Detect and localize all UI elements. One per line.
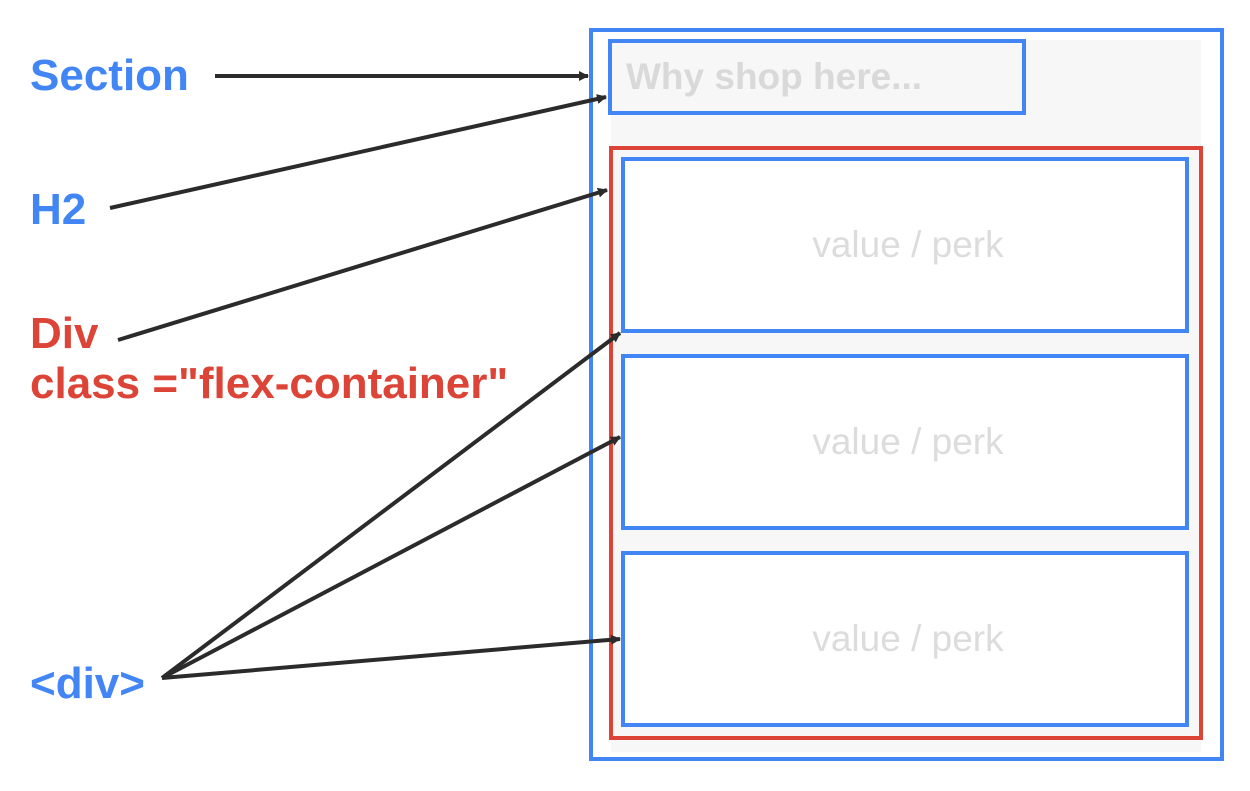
- child-div-box: value / perk: [621, 354, 1189, 530]
- h2-arrow: [109, 94, 607, 210]
- div-arrow: [117, 187, 608, 342]
- div-label: Div: [30, 309, 99, 358]
- h2-box: Why shop here...: [608, 39, 1026, 115]
- child-div-arrow-2: [161, 435, 621, 680]
- h2-label: H2: [30, 185, 87, 234]
- child-div-text: value / perk: [812, 618, 1004, 659]
- child-div-label: <div>: [30, 659, 145, 708]
- child-div-arrow-3: [161, 634, 621, 680]
- section-label: Section: [30, 51, 189, 100]
- child-div-text: value / perk: [812, 421, 1004, 462]
- child-div-text: value / perk: [812, 224, 1004, 265]
- div-class-label: class ="flex-container": [30, 359, 509, 408]
- child-div-box: value / perk: [621, 157, 1189, 333]
- child-div-box: value / perk: [621, 551, 1189, 727]
- h2-heading-text: Why shop here...: [626, 56, 923, 97]
